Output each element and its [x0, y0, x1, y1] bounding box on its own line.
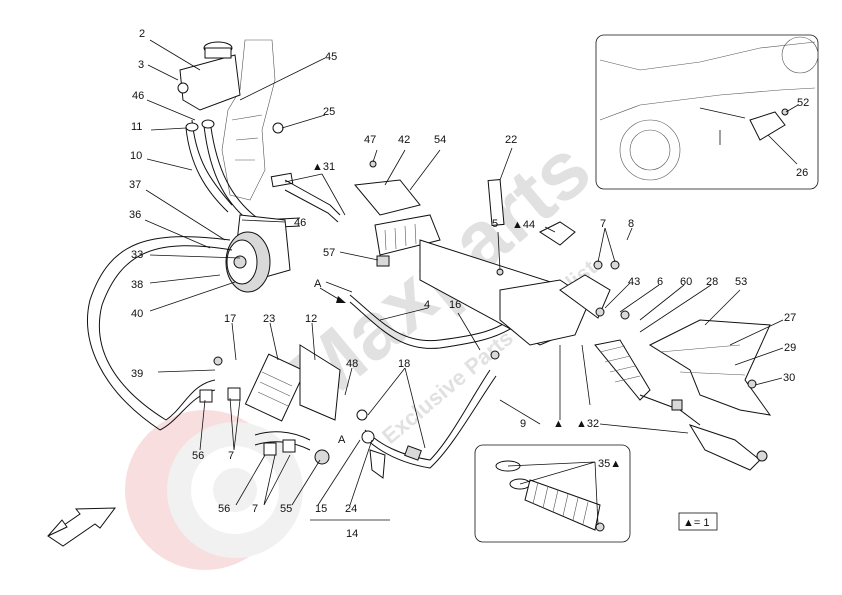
label-6: 6: [657, 276, 663, 288]
label-section-a-top: A: [314, 278, 322, 290]
label-47: 47: [364, 134, 376, 146]
label-10: 10: [130, 150, 142, 162]
label-5: 5: [492, 218, 498, 230]
label-56-lower: 56: [218, 503, 230, 515]
label-36: 36: [129, 209, 141, 221]
label-44: ▲44: [512, 219, 535, 231]
label-29: 29: [784, 342, 796, 354]
reservoir-assembly: [177, 39, 301, 229]
direction-arrow: [47, 507, 117, 547]
cooler-assembly: [199, 344, 341, 465]
label-33: 33: [131, 249, 143, 261]
label-42: 42: [398, 134, 410, 146]
label-12: 12: [305, 313, 317, 325]
label-60: 60: [680, 276, 692, 288]
label-55: 55: [280, 503, 292, 515]
label-14: 14: [346, 528, 358, 540]
label-35: 35▲: [598, 458, 621, 470]
label-31: ▲31: [312, 161, 335, 173]
label-46-lower: 46: [294, 217, 306, 229]
label-26: 26: [796, 167, 808, 179]
label-46-upper: 46: [132, 90, 144, 102]
callout-labels: 2 3 45 46 11 25 10 37 47 42 54 22 ▲31 46…: [129, 28, 809, 540]
label-48: 48: [346, 358, 358, 370]
label-23: 23: [263, 313, 275, 325]
label-40: 40: [131, 308, 143, 320]
label-2: 2: [139, 28, 145, 40]
label-15: 15: [315, 503, 327, 515]
label-triangle: ▲: [553, 418, 564, 430]
label-39: 39: [131, 368, 143, 380]
label-54: 54: [434, 134, 446, 146]
vehicle-inset-box: [595, 34, 819, 190]
label-52: 52: [797, 97, 809, 109]
steering-rack: [354, 160, 768, 471]
label-16: 16: [449, 299, 461, 311]
legend-box: ▲= 1: [678, 512, 718, 531]
section-arrow-a1: [319, 287, 346, 303]
label-4: 4: [424, 299, 430, 311]
boot-detail-box: [474, 444, 631, 543]
label-7-top: 7: [600, 218, 606, 230]
label-43: 43: [628, 276, 640, 288]
label-27: 27: [784, 312, 796, 324]
pipes: [349, 294, 513, 479]
label-57: 57: [323, 247, 335, 259]
label-32: ▲32: [576, 418, 599, 430]
label-53: 53: [735, 276, 747, 288]
label-8: 8: [628, 218, 634, 230]
label-9: 9: [520, 418, 526, 430]
label-38: 38: [131, 279, 143, 291]
label-3: 3: [138, 59, 144, 71]
label-22: 22: [505, 134, 517, 146]
label-11: 11: [131, 121, 142, 133]
label-7-middle: 7: [228, 450, 234, 462]
label-18: 18: [398, 358, 410, 370]
legend-text: ▲= 1: [683, 517, 710, 529]
label-37: 37: [129, 179, 141, 191]
label-30: 30: [783, 372, 795, 384]
label-28: 28: [706, 276, 718, 288]
heat-shield: [648, 319, 772, 416]
label-17: 17: [224, 313, 236, 325]
label-24: 24: [345, 503, 357, 515]
label-7-bottom: 7: [252, 503, 258, 515]
label-25: 25: [323, 106, 335, 118]
watermark-logo: [125, 410, 303, 570]
leader-lines: [144, 39, 799, 526]
pump-assembly: [87, 172, 341, 431]
label-56-upper: 56: [192, 450, 204, 462]
label-section-a-bottom: A: [338, 434, 346, 446]
label-45: 45: [325, 51, 337, 63]
